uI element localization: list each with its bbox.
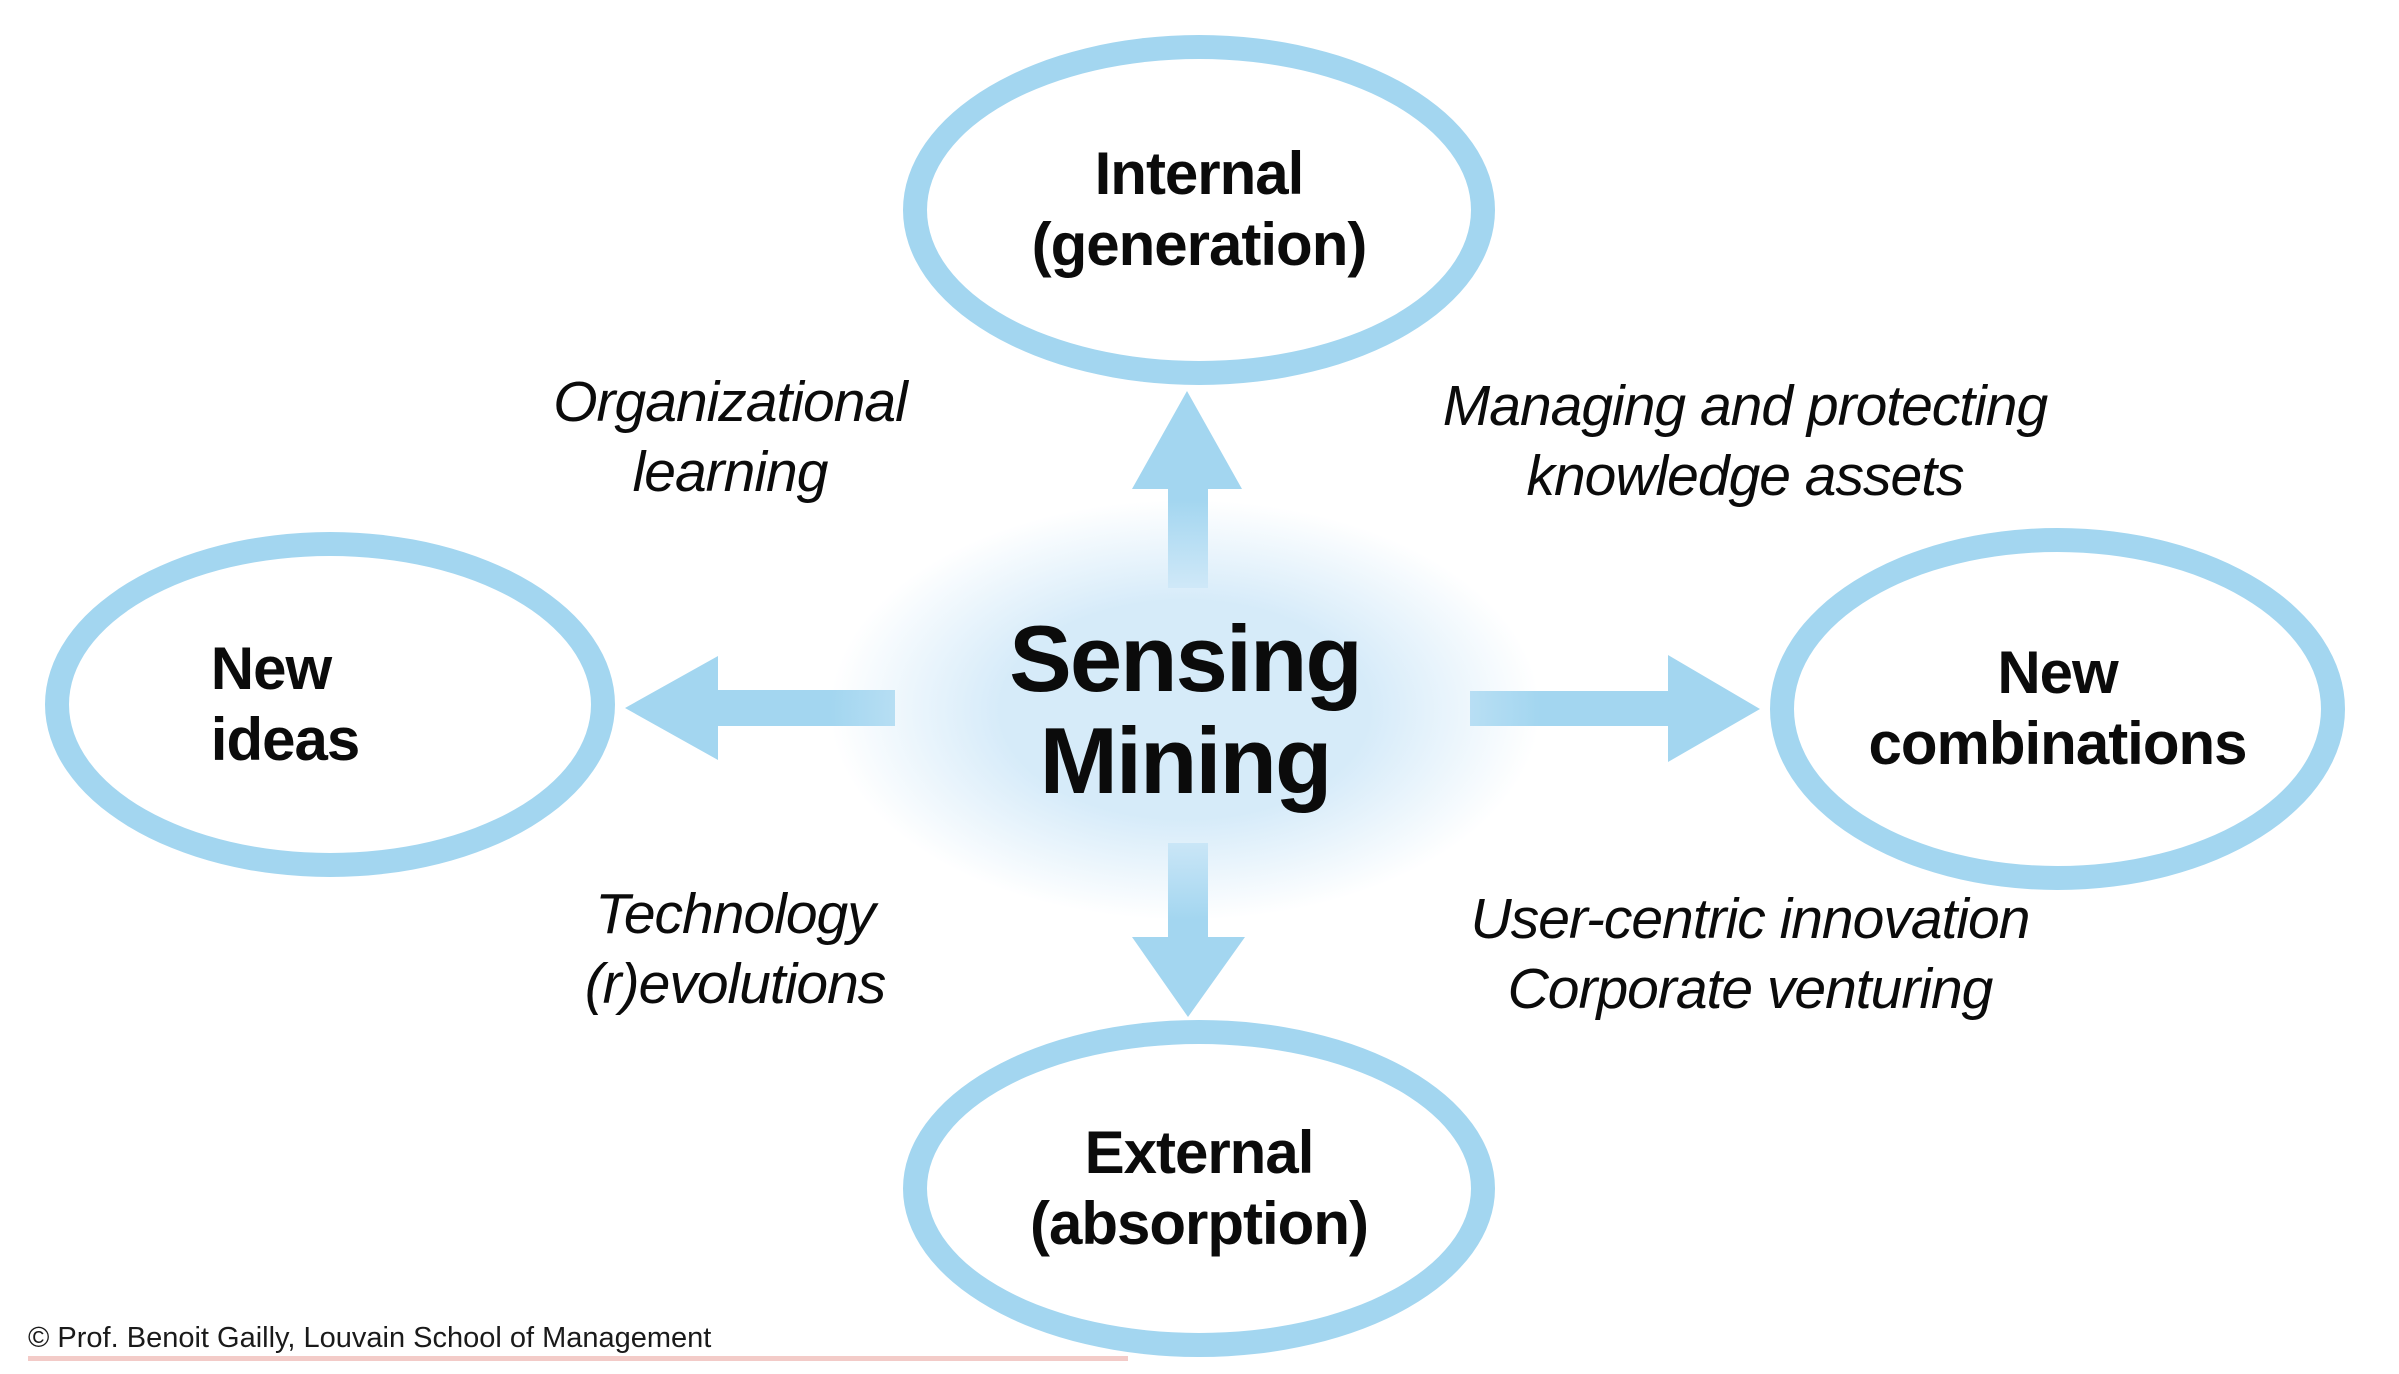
node-internal-generation: Internal (generation) <box>903 35 1495 385</box>
edge-label-organizational-learning: Organizational learning <box>553 370 908 504</box>
node-external-absorption: External (absorption) <box>903 1020 1495 1357</box>
center-title: Sensing Mining <box>1009 606 1363 813</box>
footer-red-bar <box>28 1356 1128 1361</box>
arrow-up-icon <box>1132 391 1242 588</box>
arrow-right-icon <box>1470 655 1760 762</box>
node-new-ideas-label: New ideas <box>210 634 360 773</box>
edge-label-user-centric-corporate-venturing: User-centric innovation Corporate ventur… <box>1470 887 2031 1021</box>
node-new-ideas: New ideas <box>45 532 615 877</box>
node-new-combinations-label: New combinations <box>1868 639 2247 777</box>
arrow-down-icon <box>1132 843 1245 1017</box>
center-glow <box>830 500 1540 920</box>
arrow-left-icon <box>625 656 895 760</box>
edge-label-managing-protecting-knowledge: Managing and protecting knowledge assets <box>1442 374 2048 508</box>
copyright-text: © Prof. Benoit Gailly, Louvain School of… <box>28 1322 712 1354</box>
node-new-combinations: New combinations <box>1770 528 2345 890</box>
edge-label-technology-revolutions: Technology (r)evolutions <box>584 882 887 1016</box>
node-external-absorption-label: External (absorption) <box>1030 1118 1369 1257</box>
node-internal-generation-label: Internal (generation) <box>1031 140 1368 278</box>
